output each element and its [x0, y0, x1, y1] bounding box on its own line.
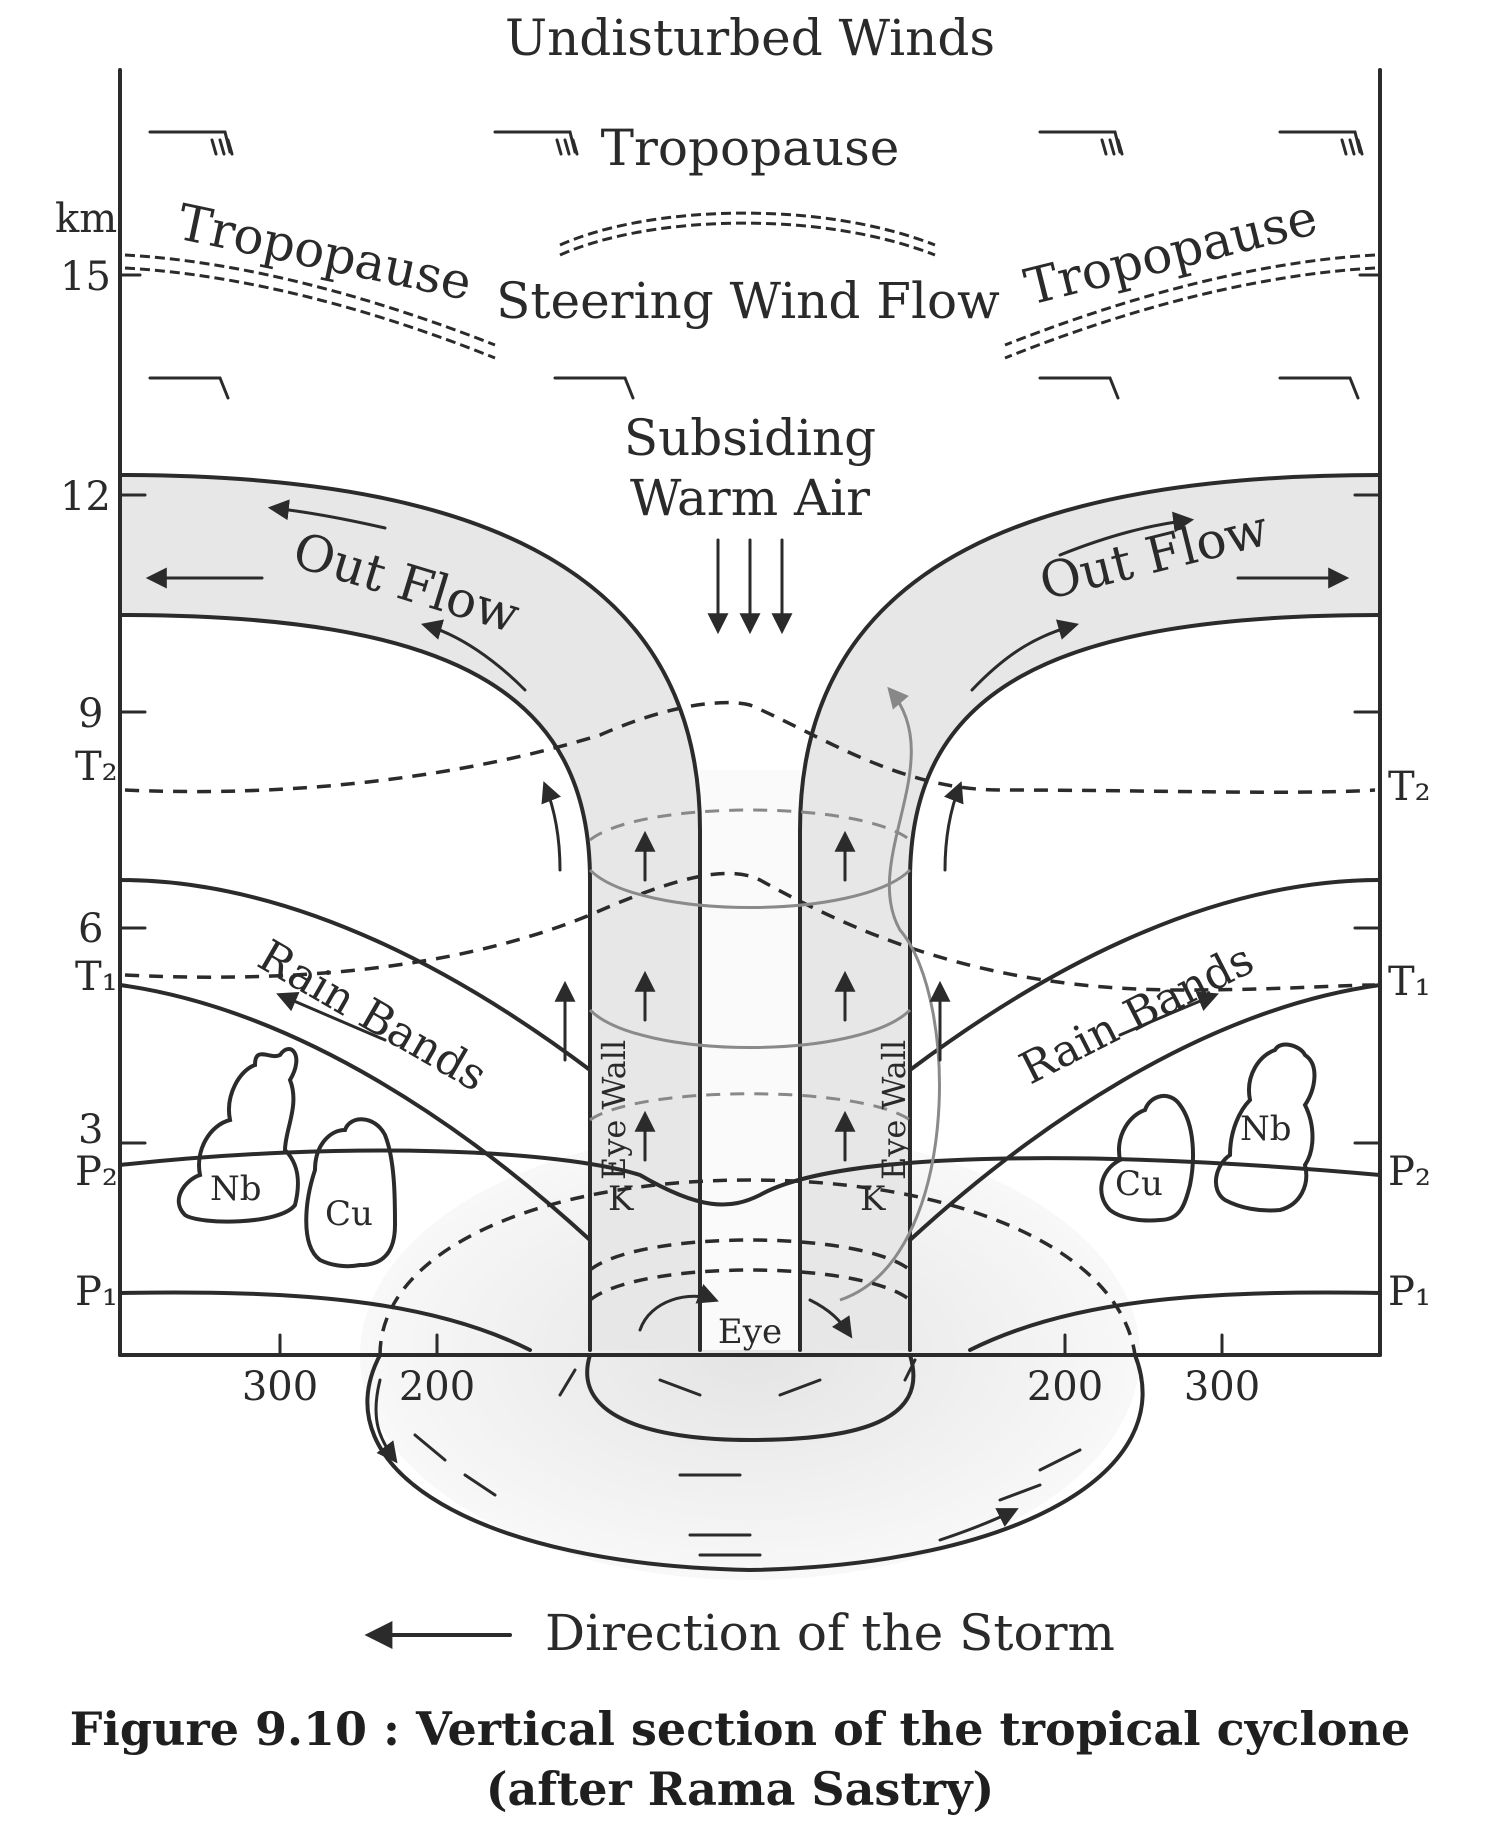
cu-left-label: Cu [325, 1194, 373, 1234]
steering-flow-label: Steering Wind Flow [496, 272, 1000, 330]
level-t1-left: T₁ [75, 954, 118, 1000]
undisturbed-winds-label: Undisturbed Winds [505, 9, 995, 67]
x-tick-300-right: 300 [1184, 1364, 1260, 1410]
y-tick-3: 3 [78, 1107, 103, 1153]
tropopause-right-label: Tropopause [1019, 188, 1323, 317]
surface-circulation [365, 1178, 1145, 1573]
tropopause-center-label: Tropopause [601, 119, 900, 177]
x-tick-200-right: 200 [1027, 1364, 1103, 1410]
y-tick-15: 15 [60, 254, 111, 300]
nb-right-label: Nb [1240, 1109, 1292, 1149]
direction-label: Direction of the Storm [545, 1604, 1115, 1662]
unit-label: km [55, 196, 117, 242]
y-ticks [118, 273, 1382, 1145]
eye-wall-left-label: Eye Wall [595, 1040, 633, 1180]
outflow-band-right [800, 475, 1380, 1350]
level-p1-left: P₁ [75, 1269, 118, 1315]
caption-line2: (after Rama Sastry) [486, 1762, 995, 1816]
outflow-band-left [120, 475, 700, 1350]
y-tick-6: 6 [78, 906, 103, 952]
flow-arrows [145, 499, 1350, 1162]
cloud-nb-left [176, 1047, 300, 1224]
cloud-nb-right [1214, 1042, 1317, 1213]
k-right-label: K [860, 1179, 886, 1219]
x-tick-200-left: 200 [399, 1364, 475, 1410]
level-t1-right: T₁ [1388, 959, 1431, 1005]
y-tick-12: 12 [60, 474, 111, 520]
cu-right-label: Cu [1115, 1164, 1163, 1204]
caption-line1: Figure 9.10 : Vertical section of the tr… [70, 1702, 1411, 1756]
level-t2-left: T₂ [75, 744, 118, 790]
warm-air-label: Warm Air [630, 469, 870, 527]
eye-label: Eye [718, 1312, 782, 1352]
x-tick-300-left: 300 [242, 1364, 318, 1410]
k-left-label: K [608, 1179, 634, 1219]
nb-left-label: Nb [210, 1169, 262, 1209]
level-p2-left: P₂ [75, 1149, 118, 1195]
eye-rings [588, 686, 941, 1302]
tropopause-left-label: Tropopause [173, 193, 477, 312]
eye-wall-right-label: Eye Wall [875, 1040, 913, 1180]
x-ticks [278, 1333, 1224, 1357]
wind-barbs-top [148, 130, 1364, 156]
wind-barbs-mid [148, 376, 1360, 400]
y-tick-9: 9 [78, 691, 103, 737]
eye-column [700, 770, 800, 1350]
cloud-cu-left [304, 1117, 398, 1269]
subsiding-label: Subsiding [624, 409, 876, 467]
level-p2-right: P₂ [1388, 1149, 1431, 1195]
level-p1-right: P₁ [1388, 1269, 1431, 1315]
level-t2-right: T₂ [1388, 764, 1431, 810]
cloud-cu-right [1099, 1094, 1195, 1223]
